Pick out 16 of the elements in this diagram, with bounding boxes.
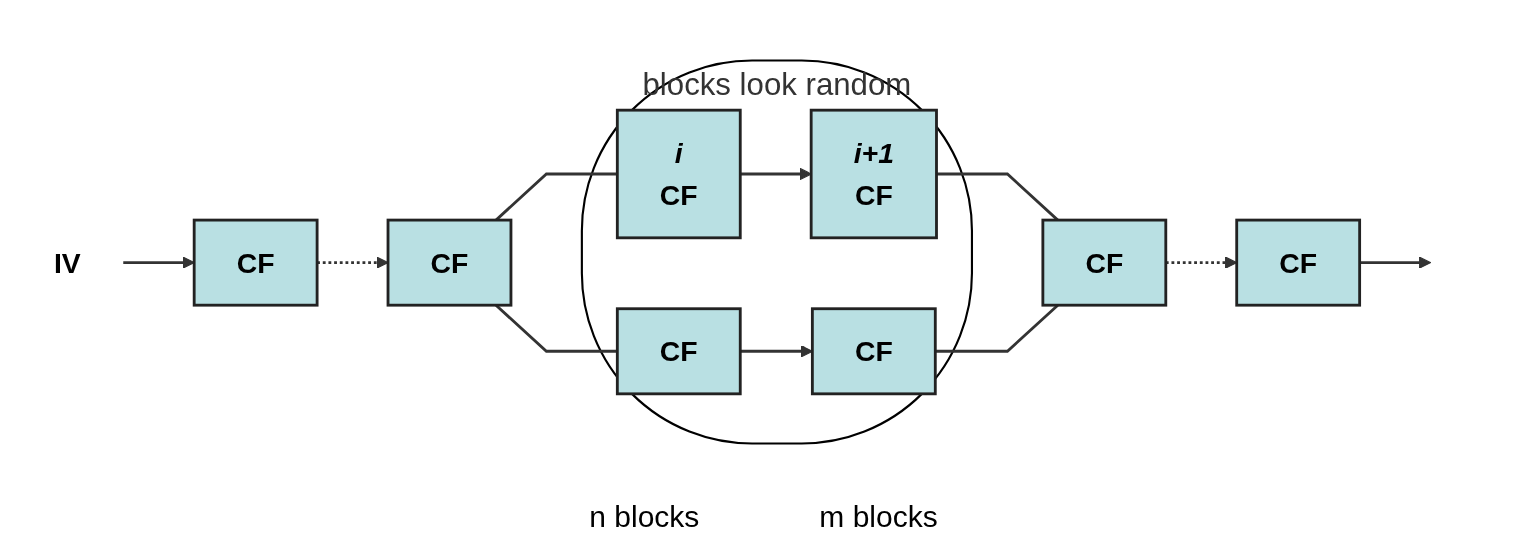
node-box: CF <box>386 218 513 307</box>
node-text: IV <box>53 247 81 279</box>
node-box: CF <box>1041 218 1168 307</box>
arrow <box>740 345 813 358</box>
node-box: i+1 CF <box>809 108 938 240</box>
arrow <box>317 256 389 269</box>
node-box: CF <box>1235 218 1362 307</box>
group-label: n blocks <box>589 500 700 534</box>
node-box: i CF <box>615 108 742 240</box>
group-label: m blocks <box>819 500 938 534</box>
arrow <box>740 167 812 181</box>
arrow <box>1359 256 1432 269</box>
node-box: CF <box>192 218 319 307</box>
node-box: CF <box>615 307 742 396</box>
node-box: CF <box>810 307 937 396</box>
arrow <box>123 256 195 269</box>
